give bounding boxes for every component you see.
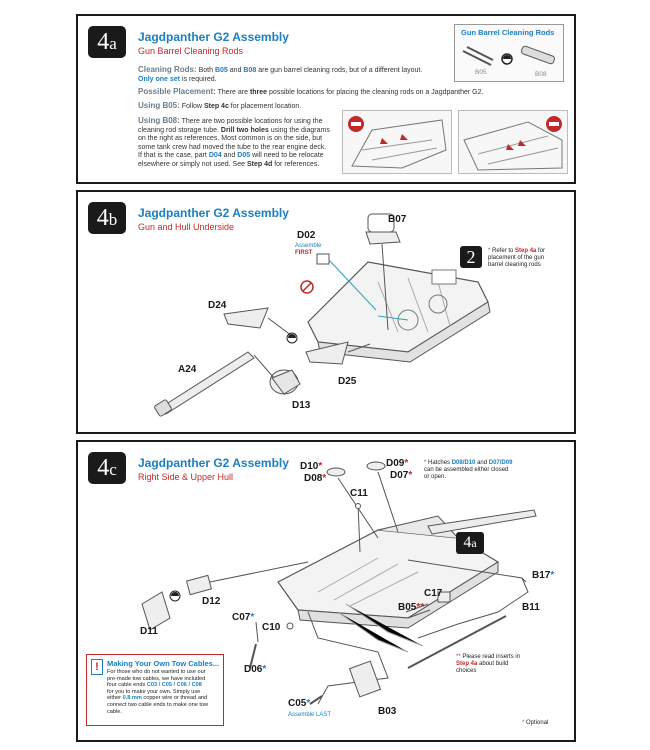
step-4b-panel: 4b Jagdpanther G2 Assembly Gun and Hull … [76,190,576,434]
reference-badge-2: 2 [460,246,482,268]
placement-text: Possible Placement: There are three poss… [138,87,484,96]
part-label-b05: B05** [398,602,425,613]
part-label-d06: D06* [244,664,267,675]
engine-deck-reference-diagram [458,110,568,174]
assemble-last-note: Assemble LAST [288,712,332,718]
part-label-a24: A24 [178,364,197,375]
optional-legend: * Optional [522,720,549,726]
using-b08-text: Using B08: There are two possible locati… [138,116,330,168]
reference-badge-4a: 4a [456,532,484,554]
step-badge-4b: 4b [88,202,126,234]
tow-box-text: For those who do not wanted to use our p… [107,669,209,715]
inserts-note: ** Please read inserts in Step 4a about … [456,654,521,674]
cleaning-rods-text: Cleaning Rods: Both B05 and B08 are gun … [138,65,423,83]
box-title: Gun Barrel Cleaning Rods [461,28,555,37]
step-title: Jagdpanther G2 Assembly [138,206,289,220]
hull-underside-drawing [154,213,491,417]
part-label-d12: D12 [202,596,221,607]
tow-cable-info-box: ! Making Your Own Tow Cables... For thos… [86,654,224,726]
part-label-b03: B03 [378,706,397,717]
info-exclamation-icon: ! [91,659,103,675]
part-label-c11: C11 [350,488,368,499]
box-b05-label: B05 [475,69,487,76]
step-4c-panel: 4c Jagdpanther G2 Assembly Right Side & … [76,440,576,742]
box-b08-label: B08 [535,71,547,78]
part-label-d24: D24 [208,300,227,311]
part-label-c17: C17 [424,588,443,599]
step-subtitle: Right Side & Upper Hull [138,472,234,482]
cleaning-rods-reference-box: Gun Barrel Cleaning Rods B05 B08 [454,24,564,82]
part-label-d10: D10* [300,461,323,472]
upper-hull-drawing [141,461,537,705]
part-label-d07: D07* [390,470,413,481]
step-subtitle: Gun and Hull Underside [138,222,235,232]
part-label-b11: B11 [522,602,540,613]
part-label-d09: D09* [386,458,409,469]
hatches-note: * Hatches D08/D10 and D07/D09 can be ass… [424,460,513,480]
part-label-d11: D11 [140,626,158,637]
part-label-c05: C05* [288,698,311,709]
step-4a-panel: 4a Jagdpanther G2 Assembly Gun Barrel Cl… [76,14,576,184]
part-label-b07: B07 [388,214,407,225]
refer-step-4a-note: * Refer to Step 4a for placement of the … [488,248,546,268]
part-label-c10: C10 [262,622,281,633]
hull-side-reference-diagram [342,110,452,174]
step-badge-4c: 4c [88,452,126,484]
cleaning-rods-illustration [462,45,555,66]
using-b05-text: Using B05: Follow Step 4c for placement … [138,101,302,110]
tow-box-title: Making Your Own Tow Cables... [107,659,220,668]
part-label-b17: B17* [532,570,555,581]
part-label-d25: D25 [338,376,357,387]
part-label-d08: D08* [304,473,327,484]
step-badge-4a: 4a [88,26,126,58]
part-label-d02: D02 [297,230,316,241]
step-title: Jagdpanther G2 Assembly [138,30,289,44]
part-label-d13: D13 [292,400,311,411]
part-label-c07: C07* [232,612,255,623]
step-subtitle: Gun Barrel Cleaning Rods [138,46,244,56]
step-title: Jagdpanther G2 Assembly [138,456,289,470]
